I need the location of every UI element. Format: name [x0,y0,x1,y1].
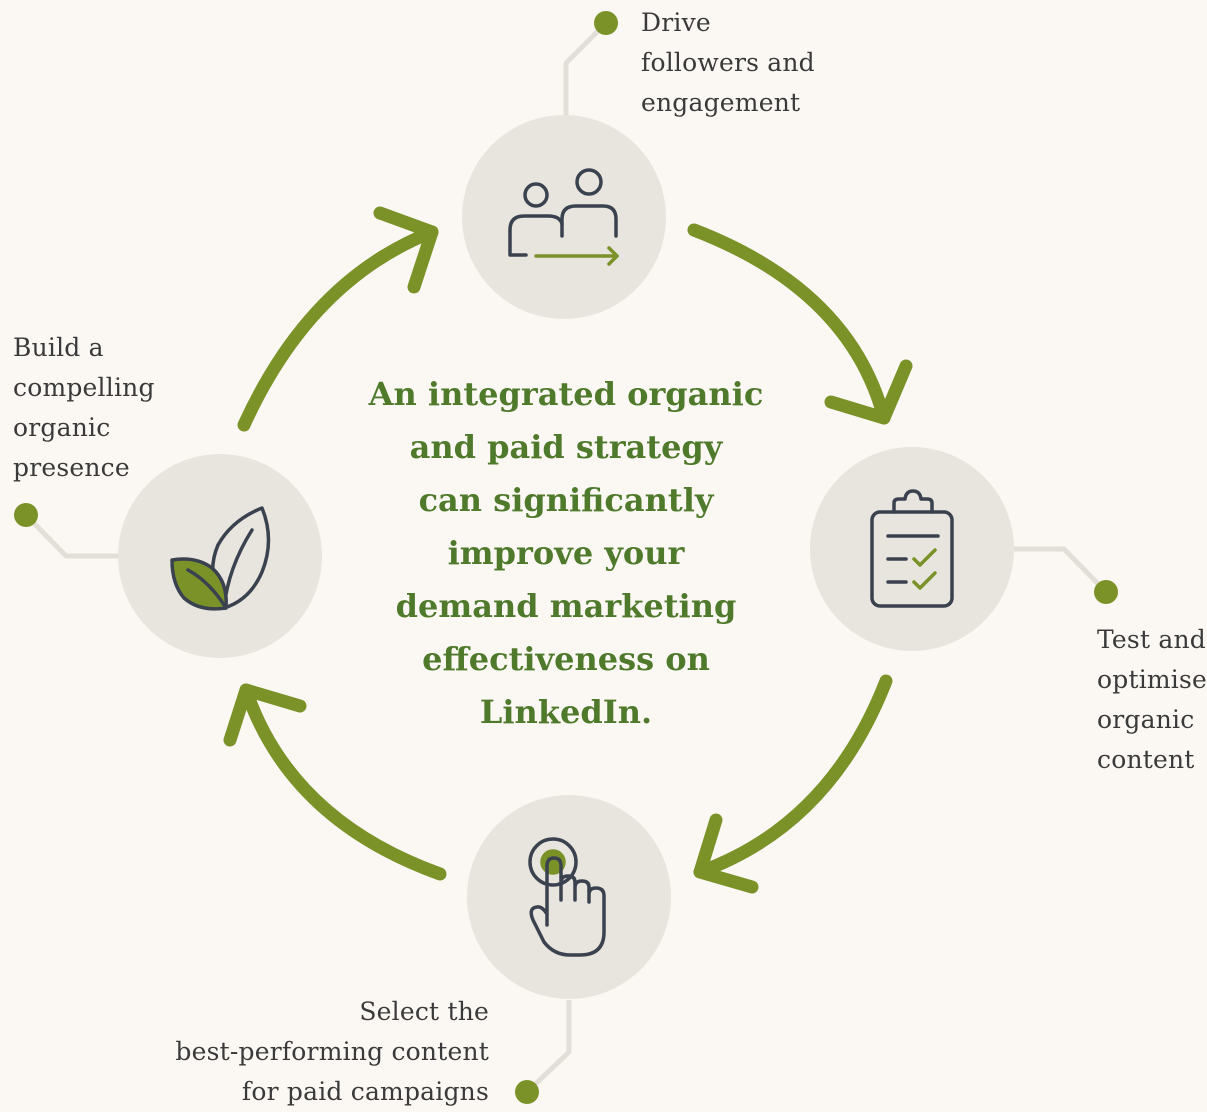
center-line: demand marketing [395,587,737,625]
cycle-arrows [223,206,913,894]
step-label-left: Build a compelling organic presence [13,328,155,488]
center-line: and paid strategy [409,428,723,466]
connector-dot-bottom [515,1080,539,1104]
label-line: organic [13,413,111,442]
center-line: can significantly [418,481,714,519]
center-line: An integrated organic [368,375,764,413]
step-circle-left [118,454,322,658]
arrow-head-left [223,683,307,747]
arrow-right-to-bottom [693,674,893,879]
step-label-bottom: Select the best-performing content for p… [175,992,489,1112]
leaf-icon [170,506,271,611]
step-label-top: Drive followers and engagement [641,3,815,123]
connector-left [24,513,118,559]
step-circle-right [810,447,1014,651]
arrow-bottom-to-left [239,683,447,881]
center-line: LinkedIn. [479,693,653,731]
label-line: Test and [1097,625,1206,654]
label-line: Select the [359,997,489,1026]
connector-top [563,21,608,115]
center-line: improve your [447,534,685,572]
arrow-head-right [824,359,913,425]
connector-dot-top [594,11,618,35]
connector-right [1014,546,1108,594]
connector-bottom [525,1000,572,1094]
connector-dot-right [1094,580,1118,604]
label-line: optimise [1097,665,1207,694]
label-line: Build a [13,333,104,362]
pointing-hand-icon [528,837,606,957]
center-line: effectiveness on [422,640,710,678]
label-line: followers and [641,48,815,77]
label-line: organic [1097,705,1195,734]
step-circle-bottom [467,795,671,999]
label-line: presence [13,453,130,482]
label-line: best-performing content [175,1037,489,1066]
people-arrow-icon [508,168,619,266]
arrow-head-bottom [693,813,759,894]
label-line: for paid campaigns [241,1077,489,1106]
label-line: content [1097,745,1195,774]
step-label-right: Test and optimise organic content [1097,620,1207,780]
label-line: Drive [641,8,711,37]
label-line: engagement [641,88,801,117]
arrow-top-to-right [687,223,891,425]
arrow-left-to-top [237,225,439,432]
clipboard-checklist-icon [870,489,954,608]
connector-dot-left [14,503,38,527]
arrow-head-top [373,206,439,294]
label-line: compelling [13,373,155,402]
step-circle-top [462,115,666,319]
center-statement: An integrated organic and paid strategy … [346,368,786,739]
